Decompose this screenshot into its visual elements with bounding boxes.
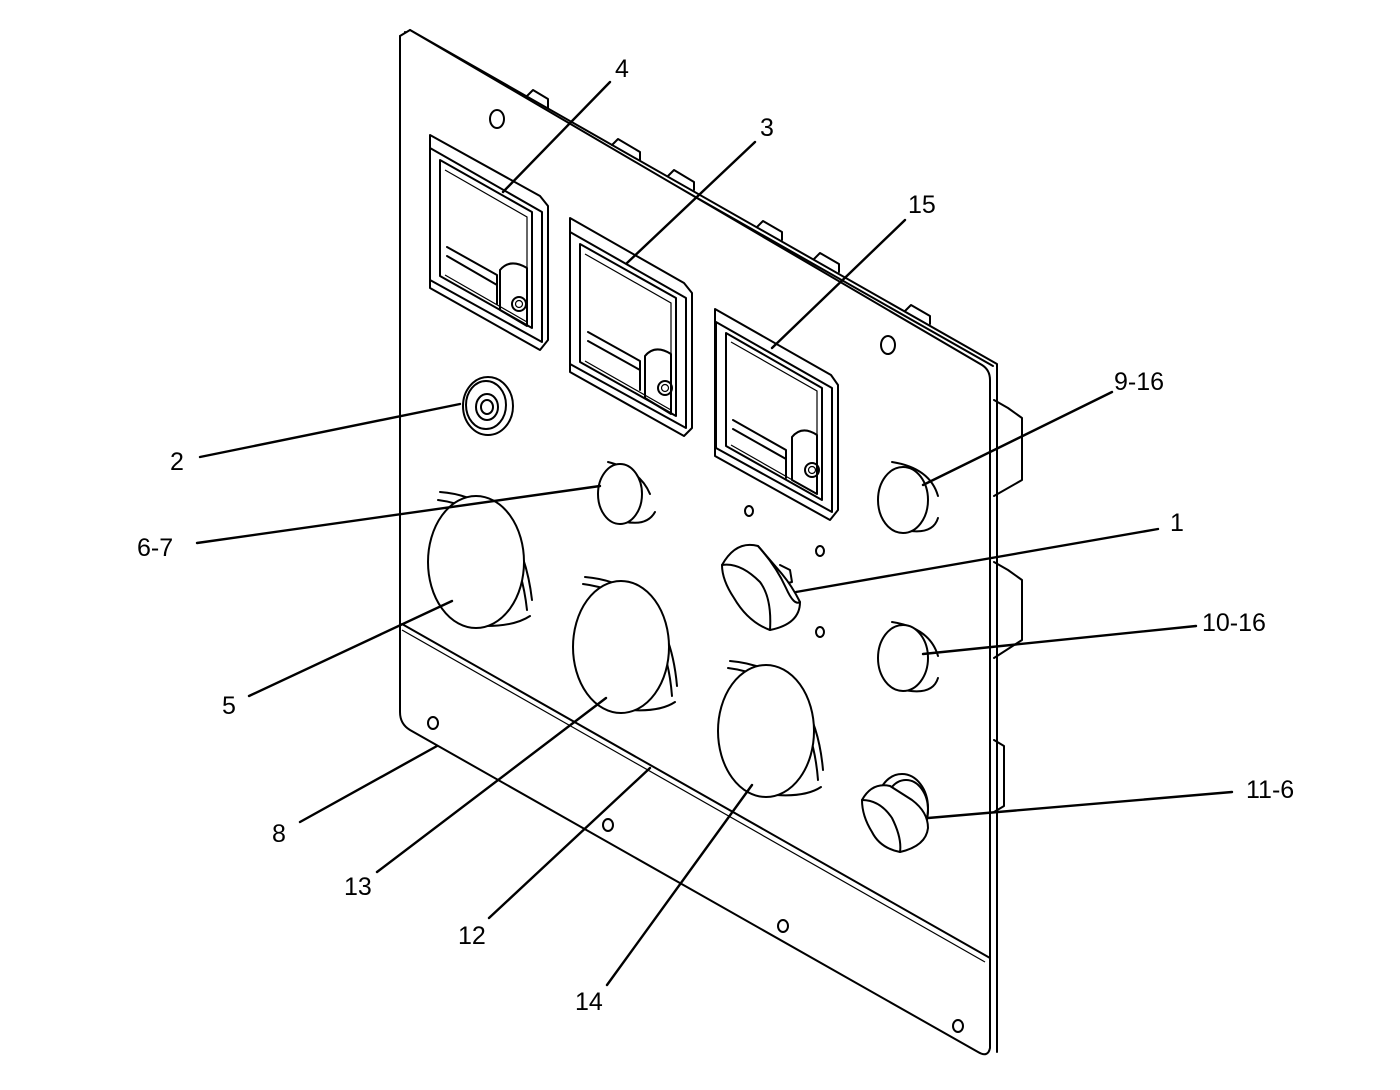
leader-lines (195, 80, 1234, 987)
callout-5: 5 (222, 692, 236, 720)
leader-5 (247, 599, 454, 698)
callout-15: 15 (908, 191, 936, 219)
panel-lower-lip (401, 623, 991, 959)
gauge-3 (569, 217, 693, 437)
pushbutton-9-16 (877, 461, 939, 534)
round-meter-14 (717, 660, 824, 798)
callout-11-6: 11-6 (1246, 776, 1294, 804)
gauge-4 (429, 134, 549, 351)
callout-13: 13 (344, 873, 372, 901)
leader-10-16 (921, 624, 1198, 656)
callout-14: 14 (575, 988, 603, 1016)
round-meter-13 (572, 576, 678, 714)
leader-11-6 (926, 790, 1234, 820)
callout-6-7: 6-7 (137, 534, 173, 562)
callout-3: 3 (760, 114, 774, 142)
callout-1: 1 (1170, 509, 1184, 537)
leader-3 (625, 140, 757, 265)
callout-8: 8 (272, 820, 286, 848)
round-meter-5 (427, 491, 533, 629)
leader-6-7 (195, 484, 602, 545)
pushbutton-10-16 (877, 621, 939, 693)
selector-switch-11-6 (860, 773, 930, 854)
mounting-holes (427, 109, 964, 1033)
leader-8 (298, 744, 439, 824)
leader-1 (794, 527, 1160, 594)
callout-9-16: 9-16 (1114, 368, 1164, 396)
leader-4 (501, 80, 612, 194)
leader-13 (375, 696, 608, 874)
selector-switch-1 (720, 543, 802, 632)
callout-4: 4 (615, 55, 629, 83)
gauge-15 (714, 308, 839, 521)
callout-10-16: 10-16 (1202, 609, 1266, 637)
callout-12: 12 (458, 922, 486, 950)
leader-9-16 (921, 390, 1114, 487)
callout-2: 2 (170, 448, 184, 476)
leader-14 (605, 783, 754, 987)
leader-2 (198, 402, 462, 459)
indicator-lamp-2 (462, 376, 514, 436)
callout-labels: 4 3 15 2 6-7 9-16 1 10-16 11-6 5 8 13 12… (137, 55, 1294, 1016)
leader-15 (770, 218, 907, 350)
leader-12 (487, 766, 652, 920)
pilot-light-6-7 (597, 461, 656, 525)
